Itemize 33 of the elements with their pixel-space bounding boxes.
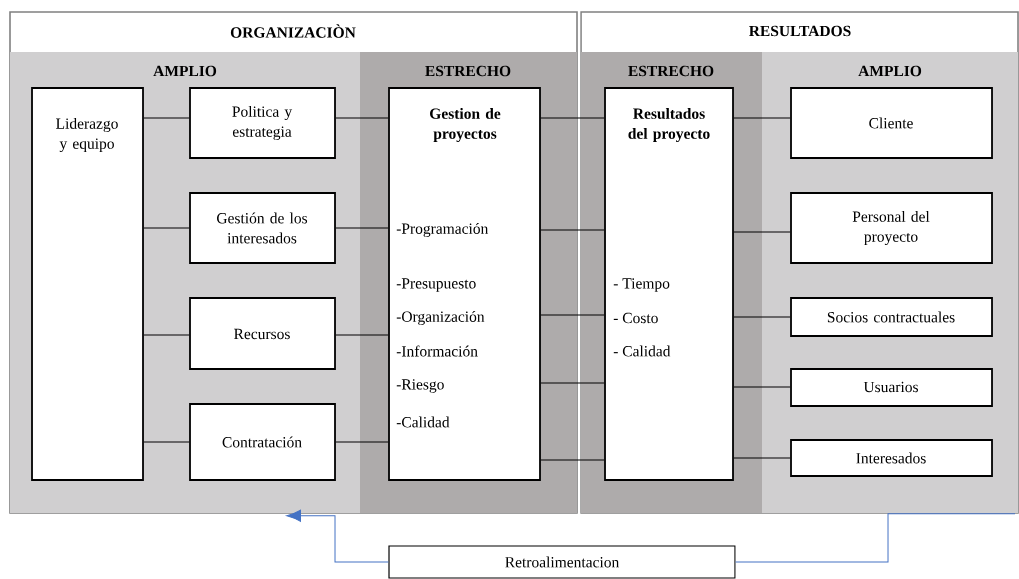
connector-line [335,227,389,229]
process-box: Recursos [189,297,336,370]
connector-line [540,459,605,461]
connector-line [335,441,389,443]
connector-line [733,117,791,119]
process-box: Resultados del proyecto - Tiempo - Costo - Calidad [604,87,734,481]
connector-line [143,334,190,336]
connector-line [143,227,190,229]
connector-line [540,229,605,231]
connector-line [733,231,791,233]
process-box: Usuarios [790,368,993,407]
process-box: Personal del proyecto [790,192,993,264]
process-box: Contratación [189,403,336,481]
process-box: Liderazgo y equipo [31,87,144,481]
connector-line [335,117,389,119]
connector-line [733,457,791,459]
feedback-arrow [286,509,389,563]
connector-line [540,314,605,316]
connector-line [733,316,791,318]
process-box: Socios contractuales [790,297,993,337]
connector-line [733,386,791,388]
connector-line [143,117,190,119]
connector-line [540,117,605,119]
process-box: Gestion de proyectos -Programación -Presupuesto -Organización -Información -Riesgo -Calidad [388,87,541,481]
process-box: Interesados [790,439,993,477]
connector-line [335,334,389,336]
process-box: Gestión de los interesados [189,192,336,264]
process-box: Cliente [790,87,993,159]
connector-line [143,441,190,443]
feedback-line [735,513,1016,563]
connector-line [540,382,605,384]
feedback-box: Retroalimentacion [388,545,736,579]
process-box: Politica y estrategia [189,87,336,159]
